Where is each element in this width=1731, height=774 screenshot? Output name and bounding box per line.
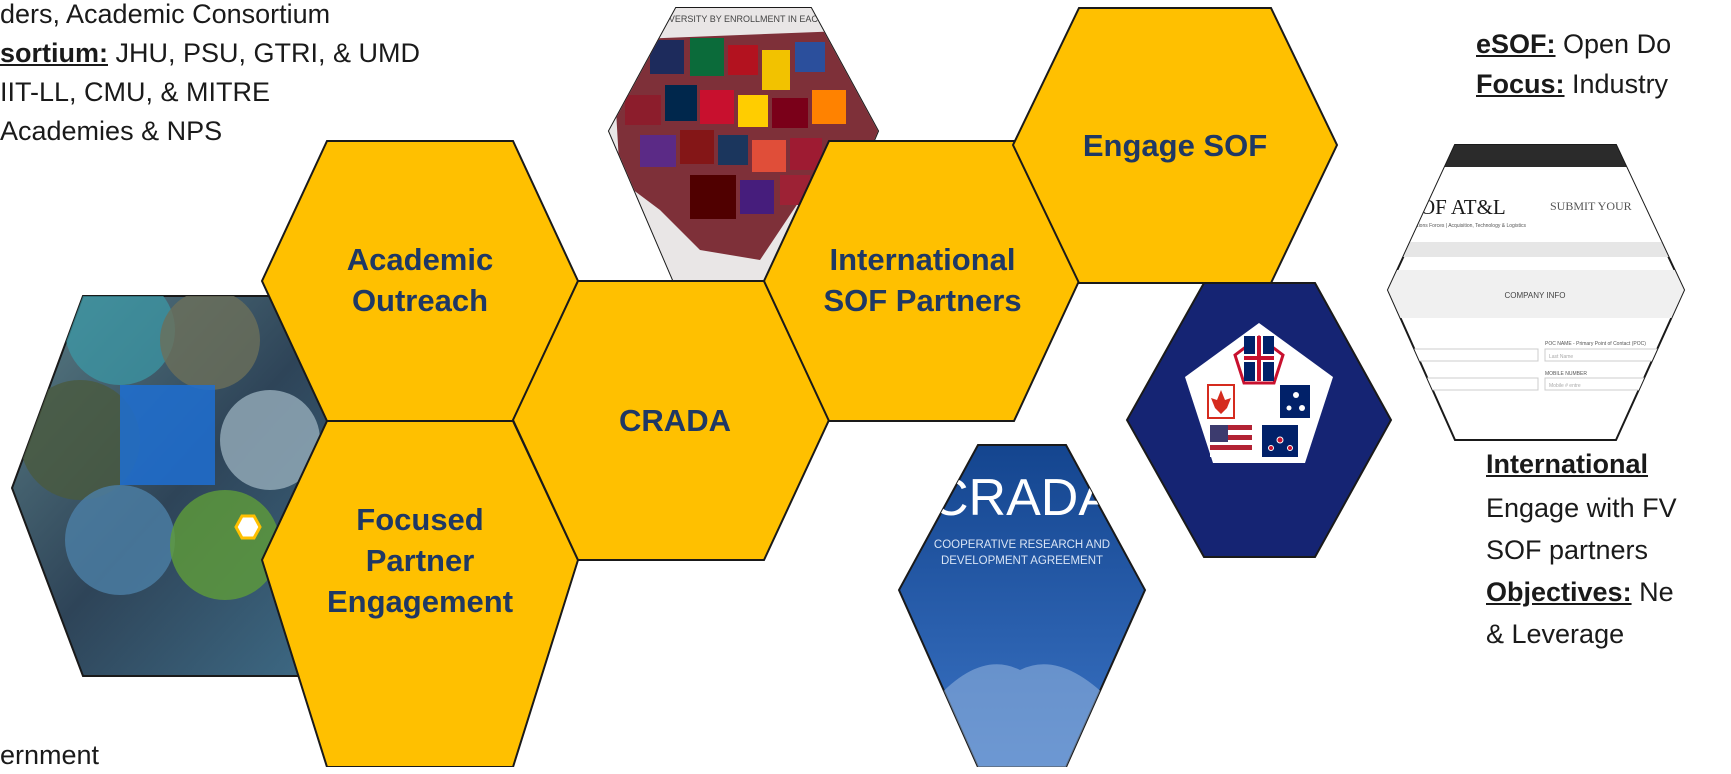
label-engage-sof-1: Engage SOF xyxy=(1082,127,1268,163)
label-engage-sof: Engage SOF xyxy=(1050,105,1300,185)
label-crada: CRADA xyxy=(545,380,805,460)
portal-mobile-ph: Mobile # entre xyxy=(1549,383,1581,389)
label-academic-1: Academic xyxy=(346,242,494,277)
note-objectives-rest: Ne xyxy=(1631,577,1674,607)
note-left-2: sortium: JHU, PSU, GTRI, & UMD xyxy=(0,35,420,72)
portal-company-info: COMPANY INFO xyxy=(1504,291,1565,300)
note-intl-5: & Leverage xyxy=(1486,619,1625,649)
label-crada-1: CRADA xyxy=(619,402,731,438)
note-left-2-head: sortium: xyxy=(0,38,108,68)
crada-image-title: CRADA xyxy=(931,469,1113,527)
label-international-1: International xyxy=(829,242,1016,277)
note-left-2-rest: JHU, PSU, GTRI, & UMD xyxy=(108,38,421,68)
note-objectives-head: Objectives: xyxy=(1486,577,1632,607)
portal-field-right-ph: Last Name xyxy=(1549,354,1573,360)
crada-image-sub1: COOPERATIVE RESEARCH AND xyxy=(934,539,1110,551)
note-esof-head: eSOF: xyxy=(1476,29,1556,59)
note-left-5: ernment xyxy=(0,740,100,770)
note-international: International xyxy=(1486,446,1648,483)
note-esof: eSOF: Open Do xyxy=(1476,26,1671,63)
label-academic-2: Outreach xyxy=(351,283,489,318)
note-focus-rest: Industry xyxy=(1564,69,1669,99)
note-left-1: ders, Academic Consortium xyxy=(0,0,331,29)
esof-portal-image: OF AT&L al Operations Forces | Acquisiti… xyxy=(1386,144,1686,441)
label-focused-2: Partner xyxy=(365,542,475,578)
crada-image: CRADA COOPERATIVE RESEARCH AND DEVELOPME… xyxy=(897,444,1147,767)
hex-engage-sof xyxy=(1011,7,1339,284)
portal-field-right-label: POC NAME - Primary Point of Contact (POC… xyxy=(1545,341,1646,347)
five-eyes-flags-image xyxy=(1125,282,1393,558)
note-international-head: International xyxy=(1486,449,1649,479)
label-focused-3: Engagement xyxy=(326,583,514,619)
portal-field-left-label: ame) xyxy=(1398,341,1410,347)
label-focused-1: Focused xyxy=(356,501,484,537)
note-focus: Focus: Industry xyxy=(1476,66,1668,103)
note-intl-3: SOF partners xyxy=(1486,535,1649,565)
note-focus-head: Focus: xyxy=(1476,69,1565,99)
note-left-4: Academies & NPS xyxy=(0,116,223,146)
portal-submit-link: SUBMIT YOUR xyxy=(1550,199,1632,213)
note-esof-rest: Open Do xyxy=(1555,29,1672,59)
note-left-3: IIT-LL, CMU, & MITRE xyxy=(0,77,271,107)
map-caption: ARGEST UNIVERSITY BY ENROLLMENT IN EACH xyxy=(614,14,824,24)
portal-mobile-label: MOBILE NUMBER xyxy=(1545,371,1587,377)
portal-logo: OF AT&L xyxy=(1420,195,1506,219)
crada-image-sub2: DEVELOPMENT AGREEMENT xyxy=(941,555,1103,567)
note-intl-2: Engage with FV xyxy=(1486,493,1677,523)
label-international-2: SOF Partners xyxy=(823,283,1022,318)
portal-logo-sub: al Operations Forces | Acquisition, Tech… xyxy=(1398,223,1526,229)
note-objectives: Objectives: Ne xyxy=(1486,574,1674,611)
